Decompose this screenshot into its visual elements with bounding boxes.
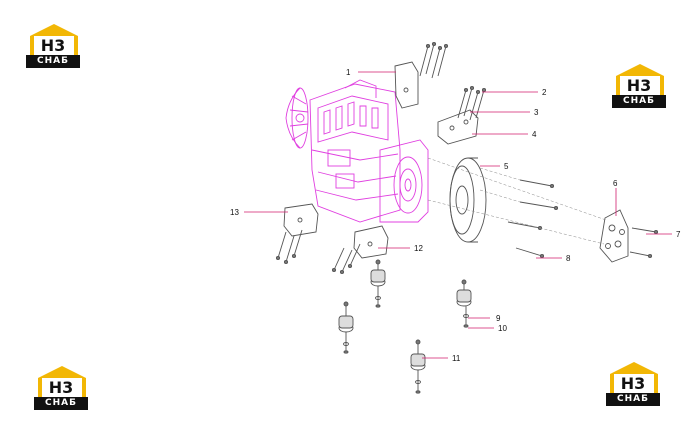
- callout-6: 6: [613, 179, 618, 188]
- logo-top-left: H3 СНАБ: [26, 22, 82, 68]
- logo-wordmark: СНАБ: [612, 95, 666, 108]
- callout-13: 13: [230, 208, 239, 217]
- coupling-plate: [599, 209, 629, 263]
- bracket-1: [394, 61, 419, 109]
- logo-bottom-right: H3 СНАБ: [606, 360, 662, 406]
- fan-icon: [285, 87, 309, 149]
- callout-2: 2: [542, 88, 547, 97]
- callout-11: 11: [452, 354, 461, 363]
- engine-assembly: [285, 79, 429, 223]
- logo-top-right: H3 СНАБ: [612, 62, 668, 108]
- callout-12: 12: [414, 244, 423, 253]
- mount-b: [338, 301, 354, 354]
- mount-a: [370, 259, 386, 308]
- bracket-12: [353, 225, 389, 259]
- flywheel-disc: [449, 157, 487, 243]
- logo-mark: H3: [626, 76, 652, 95]
- callout-8: 8: [566, 254, 571, 263]
- callout-4: 4: [532, 130, 537, 139]
- callout-9: 9: [496, 314, 501, 323]
- callout-3: 3: [534, 108, 539, 117]
- mount-c: [456, 279, 472, 328]
- logo-bottom-left: H3 СНАБ: [34, 364, 90, 410]
- logo-wordmark: СНАБ: [606, 393, 660, 406]
- house-icon: [38, 366, 86, 398]
- callout-5: 5: [504, 162, 509, 171]
- house-icon: [616, 64, 664, 96]
- logo-mark: H3: [40, 36, 66, 55]
- house-icon: [30, 24, 78, 56]
- leader-lines: [244, 71, 672, 359]
- callout-1: 1: [346, 68, 351, 77]
- mount-d: [410, 339, 426, 394]
- bolt-sets: [275, 41, 659, 275]
- bracket-13: [283, 203, 319, 237]
- logo-wordmark: СНАБ: [26, 55, 80, 68]
- engine-mounts: [338, 259, 472, 394]
- callout-7: 7: [676, 230, 681, 239]
- bracket-4: [437, 109, 479, 145]
- alignment-lines: [427, 157, 607, 245]
- house-icon: [610, 362, 658, 394]
- logo-mark: H3: [620, 374, 646, 393]
- callout-labels: 1 2 3 4 5 6 7 8 9 10 11 12 13: [230, 68, 681, 363]
- logo-wordmark: СНАБ: [34, 397, 88, 410]
- callout-10: 10: [498, 324, 507, 333]
- logo-mark: H3: [48, 378, 74, 397]
